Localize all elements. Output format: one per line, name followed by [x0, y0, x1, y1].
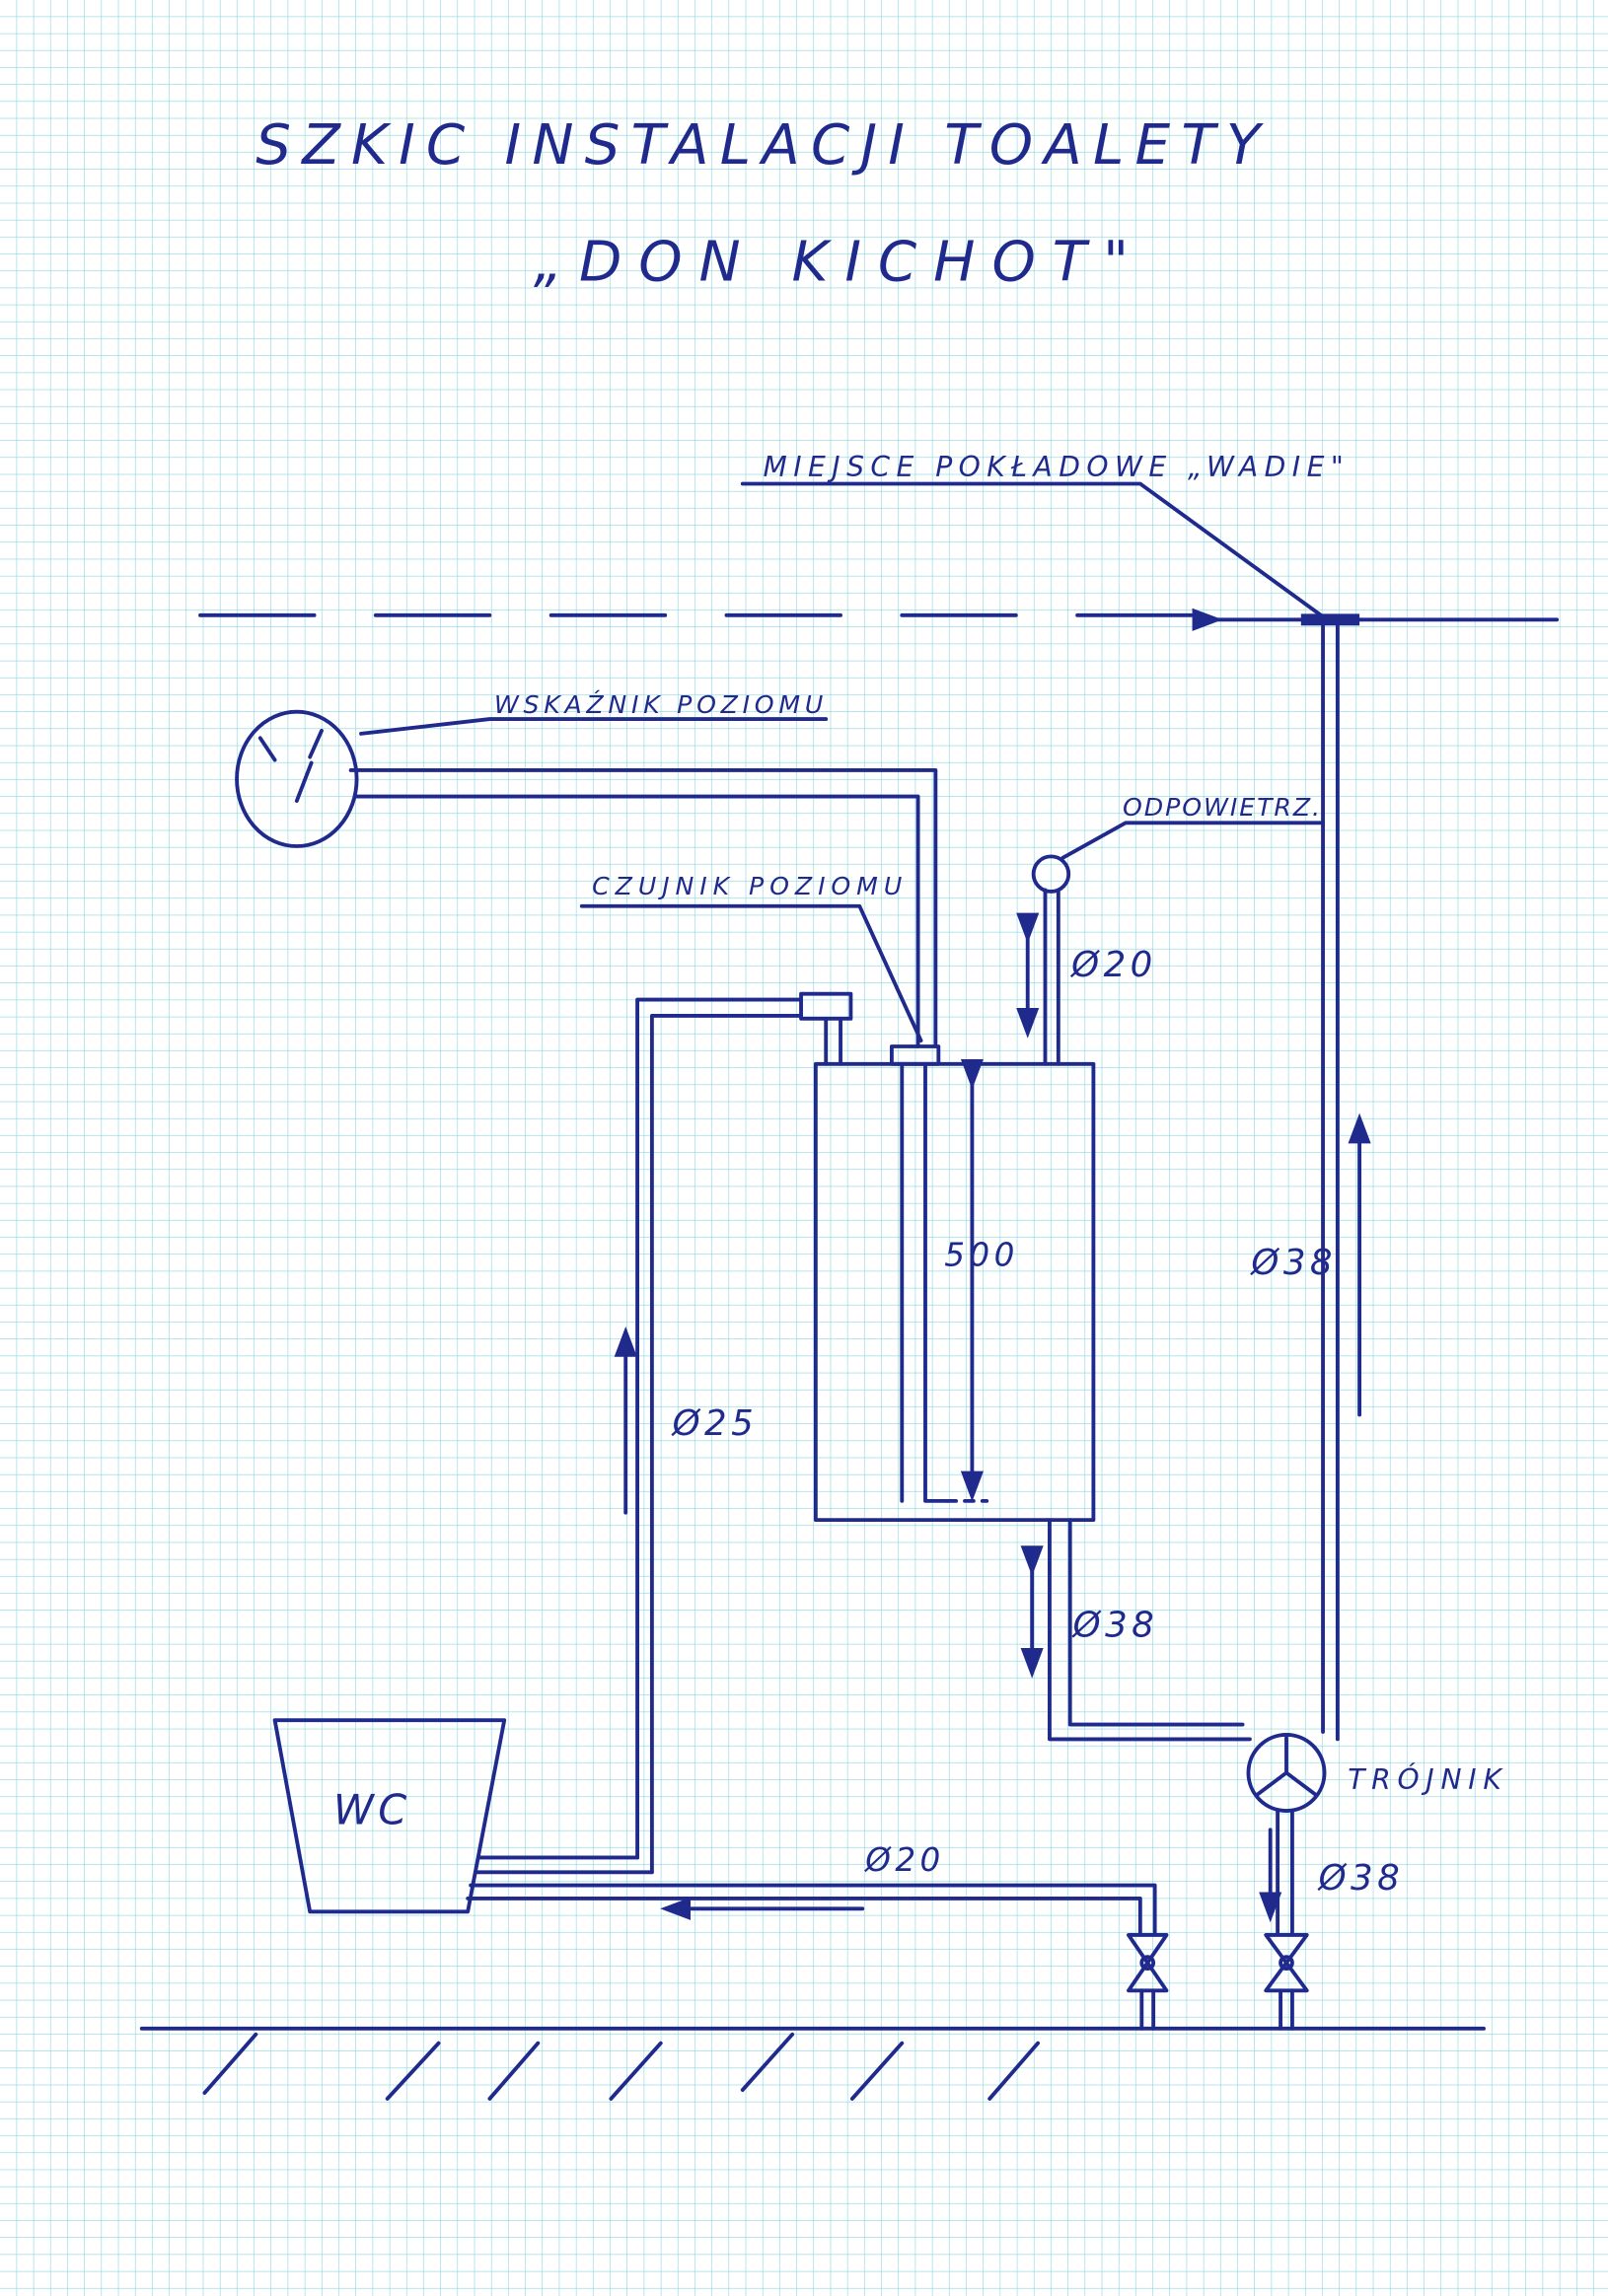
- discharge-pipe: [1321, 623, 1340, 1742]
- vent-cap-icon: [1031, 854, 1071, 894]
- wc-label: WC: [333, 1785, 411, 1833]
- gauge-needle: [257, 729, 324, 803]
- inlet-stub: [824, 1016, 842, 1066]
- valve-right-icon: [1264, 1933, 1309, 2031]
- waterline-leader: [740, 481, 1325, 619]
- tank-outlet-pipe: [1048, 1518, 1252, 1742]
- tee-outlet-diameter: Ø38: [1317, 1858, 1405, 1899]
- tank: [813, 1061, 1096, 1523]
- flush-pipe: [635, 997, 803, 1875]
- level-gauge-label: WSKAŹNIK POZIOMU: [494, 690, 828, 719]
- flush-diameter: Ø25: [671, 1403, 759, 1444]
- wc-pipe-diameter: Ø20: [863, 1841, 944, 1879]
- vent-label: ODPOWIETRZ.: [1123, 793, 1324, 822]
- sensor-leader: [579, 903, 923, 1043]
- vent-leader: [1060, 821, 1325, 860]
- sensor-tube: [900, 1061, 950, 1503]
- floor-hatching: [202, 2032, 1041, 2101]
- waterline-label: MIEJSCE POKŁADOWE „WADIE": [764, 451, 1349, 483]
- hull-fitting: [1300, 613, 1360, 626]
- wc-supply-pipe: [466, 1883, 1157, 1934]
- tee-branches: [1255, 1736, 1318, 1797]
- level-gauge-icon: [235, 709, 359, 848]
- gauge-line-pipe: [348, 768, 938, 1048]
- level-sensor-label: CZUJNIK POZIOMU: [592, 872, 907, 900]
- discharge-diameter: Ø38: [1249, 1243, 1337, 1283]
- valve-left-icon: [1127, 1933, 1169, 2031]
- gauge-leader: [359, 717, 829, 736]
- vent-diameter: Ø20: [1069, 945, 1157, 985]
- outlet-diameter: Ø38: [1071, 1606, 1159, 1646]
- wc-connection: [475, 1855, 654, 1875]
- vent-pipe: [1043, 888, 1060, 1066]
- tee-icon: [1246, 1733, 1327, 1813]
- tank-height-label: 500: [944, 1236, 1019, 1273]
- wc-bowl: [272, 1718, 507, 1914]
